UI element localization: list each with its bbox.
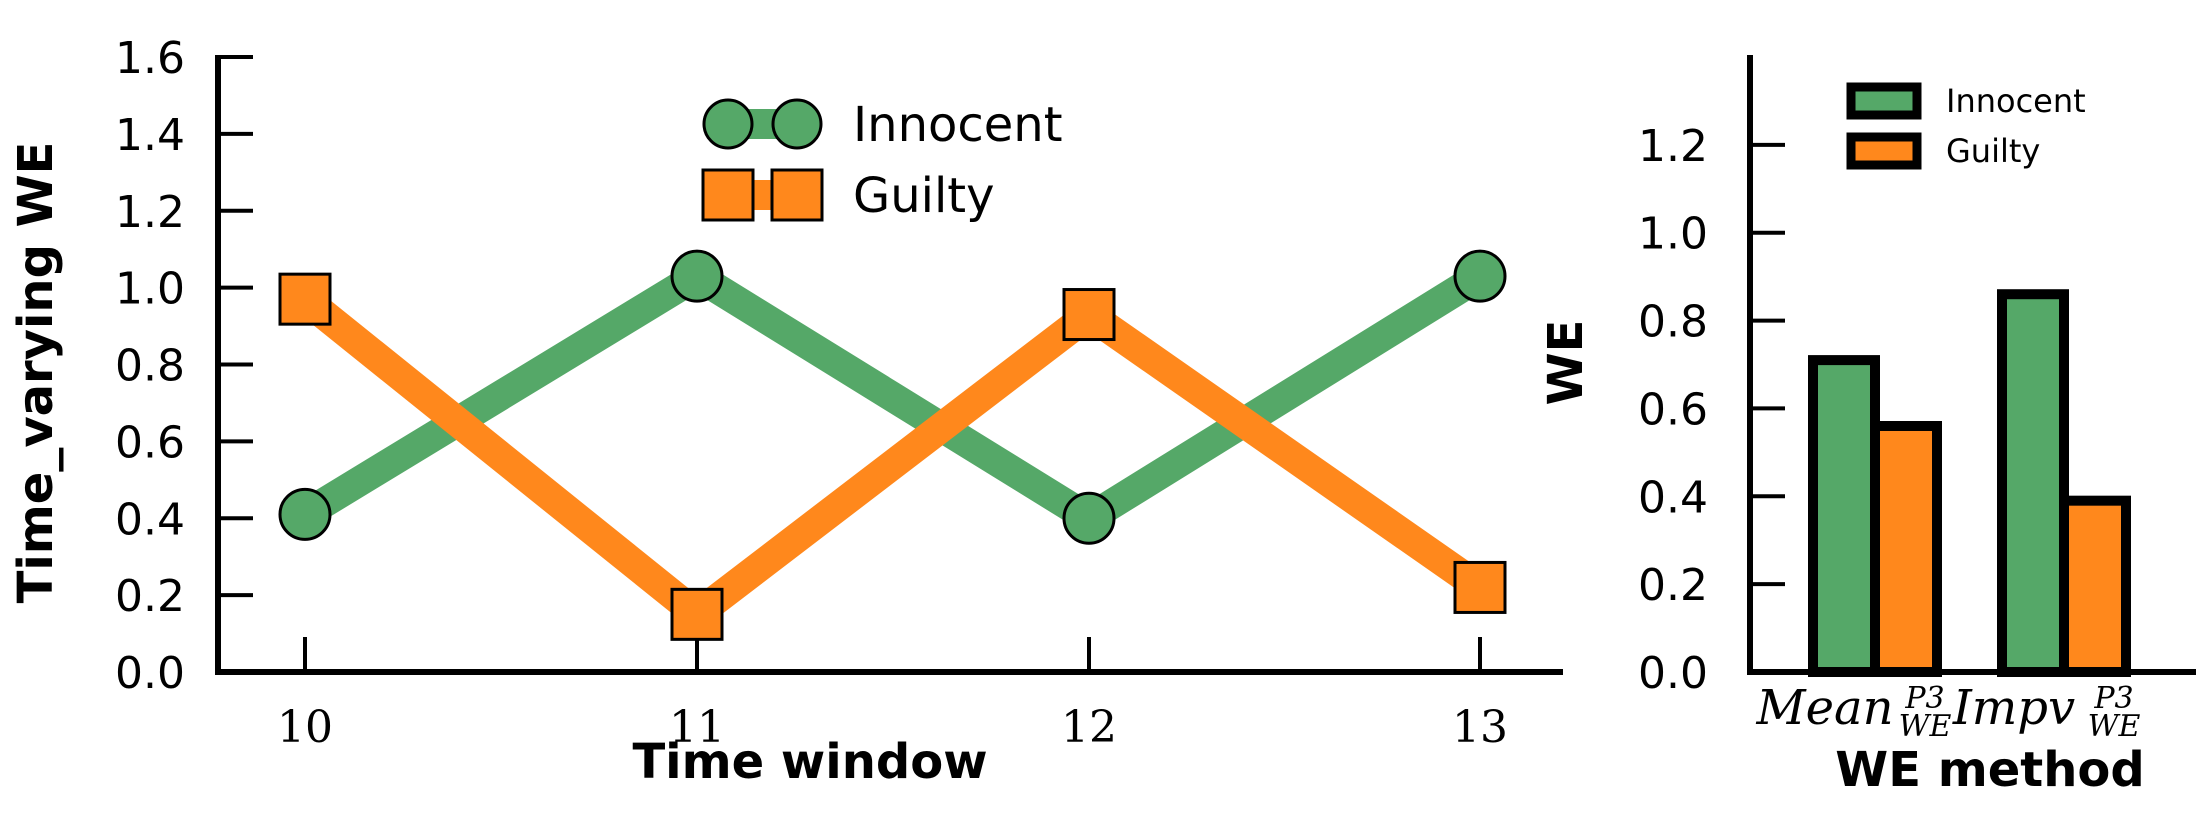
bar-y-tick-label: 0.8 <box>1638 297 1708 348</box>
category-base: Mean <box>1755 680 1893 736</box>
legend-swatch-innocent <box>1846 82 1922 120</box>
point-guilty <box>670 587 724 641</box>
line-y-tick-label: 1.0 <box>115 264 185 315</box>
line-y-tick-label: 0.2 <box>115 571 185 622</box>
series-line-guilty <box>295 287 1489 634</box>
line-y-axis-title: Time_varying WE <box>8 142 64 604</box>
bar-y-tick-label: 1.0 <box>1638 209 1708 260</box>
legend-label-guilty: Guilty <box>1946 132 2040 170</box>
bar-x-axis-title: WE method <box>1835 742 2144 798</box>
legend-marker <box>701 168 755 222</box>
point-innocent <box>278 487 332 541</box>
point-innocent <box>670 249 724 303</box>
point-innocent <box>1453 249 1507 303</box>
bar-y-tick-label: 0.2 <box>1638 560 1708 611</box>
bar-y-tick-label: 0.6 <box>1638 384 1708 435</box>
line-y-tick-label: 0.4 <box>115 494 185 545</box>
line-x-tick-label: 12 <box>1061 702 1117 753</box>
series-line-innocent <box>297 258 1488 536</box>
line-chart: 0.0 0.2 0.4 0.6 0.8 1.0 1.2 1.4 1.6 10 11 12 13 Time_… <box>8 33 1563 790</box>
legend-swatch-guilty <box>1846 132 1922 170</box>
category-base: Impv <box>1952 680 2075 736</box>
line-x-axis-title: Time window <box>632 734 987 790</box>
line-y-tick-label: 0.0 <box>115 648 185 699</box>
bar-y-axis-title: WE <box>1538 320 1594 406</box>
line-x-tick-label: 10 <box>277 702 333 753</box>
line-y-tick-label: 0.6 <box>115 417 185 468</box>
line-y-tick-label: 1.2 <box>115 187 185 238</box>
bar-y-tick-label: 1.2 <box>1638 121 1708 172</box>
legend-label-innocent: Innocent <box>853 97 1063 153</box>
category-sup: P3 <box>2093 681 2133 716</box>
line-y-tick-label: 1.6 <box>115 33 185 84</box>
line-y-tick-label: 1.4 <box>115 110 185 161</box>
legend-marker <box>702 98 754 150</box>
category-sub: WE <box>2088 709 2141 744</box>
line-x-tick-label: 11 <box>669 702 725 753</box>
line-x-tick-label: 13 <box>1452 702 1508 753</box>
point-guilty <box>1062 288 1116 342</box>
line-y-tick-label: 0.8 <box>115 341 185 392</box>
point-innocent <box>1062 491 1116 545</box>
point-guilty <box>278 272 332 326</box>
bar-guilty <box>2059 495 2131 677</box>
bar-y-tick-label: 0.4 <box>1638 472 1708 523</box>
legend-label-guilty: Guilty <box>853 168 995 224</box>
bar-innocent <box>1997 289 2069 677</box>
legend-marker <box>770 168 824 222</box>
legend-label-innocent: Innocent <box>1946 82 2086 120</box>
legend-marker <box>771 98 823 150</box>
bar-guilty <box>1870 421 1942 677</box>
bar-y-tick-label: 0.0 <box>1638 648 1708 699</box>
category-sup: P3 <box>1904 681 1944 716</box>
bar-innocent <box>1808 355 1880 677</box>
point-guilty <box>1453 560 1507 614</box>
category-sub: WE <box>1899 709 1952 744</box>
